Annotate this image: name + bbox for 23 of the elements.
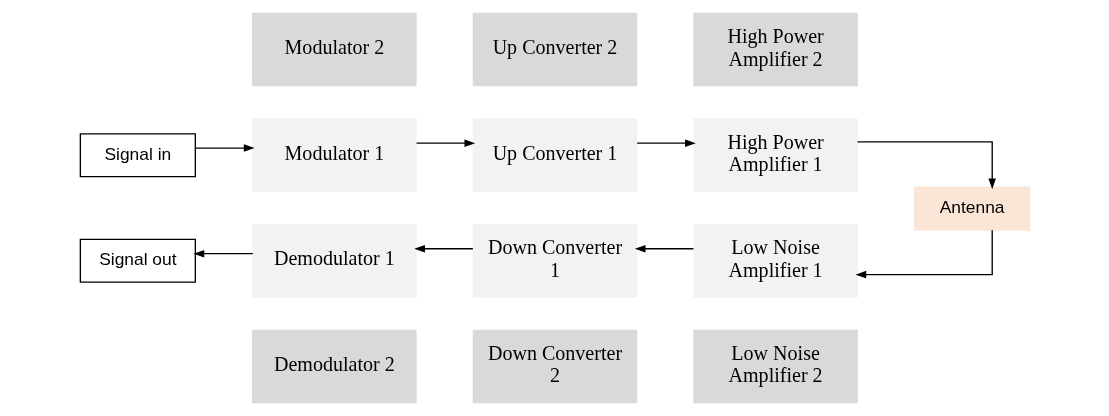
node-box: Antenna [913,186,1030,231]
arrow [634,245,694,253]
arrow [194,144,255,152]
node-box: Up Converter 1 [472,118,637,192]
node-box: Down Converter 1 [472,224,637,298]
node-box: Modulator 2 [251,12,417,87]
arrow [415,139,475,147]
node-box: Signal out [79,238,196,283]
node-box: High Power Amplifier 2 [692,12,858,87]
node-box: Demodulator 2 [251,329,417,404]
arrow [855,229,993,279]
node-box: Down Converter 2 [472,329,637,404]
node-box: Modulator 1 [251,118,417,192]
node-box: Low Noise Amplifier 2 [692,329,858,404]
arrow [856,141,996,190]
node-box: Demodulator 1 [251,224,417,298]
arrow [413,245,474,253]
node-box: Low Noise Amplifier 1 [692,224,858,298]
node-box: Signal in [79,133,196,178]
node-box: High Power Amplifier 1 [692,118,858,192]
node-box: Up Converter 2 [472,12,637,87]
arrow [636,139,696,147]
arrow [193,249,253,258]
